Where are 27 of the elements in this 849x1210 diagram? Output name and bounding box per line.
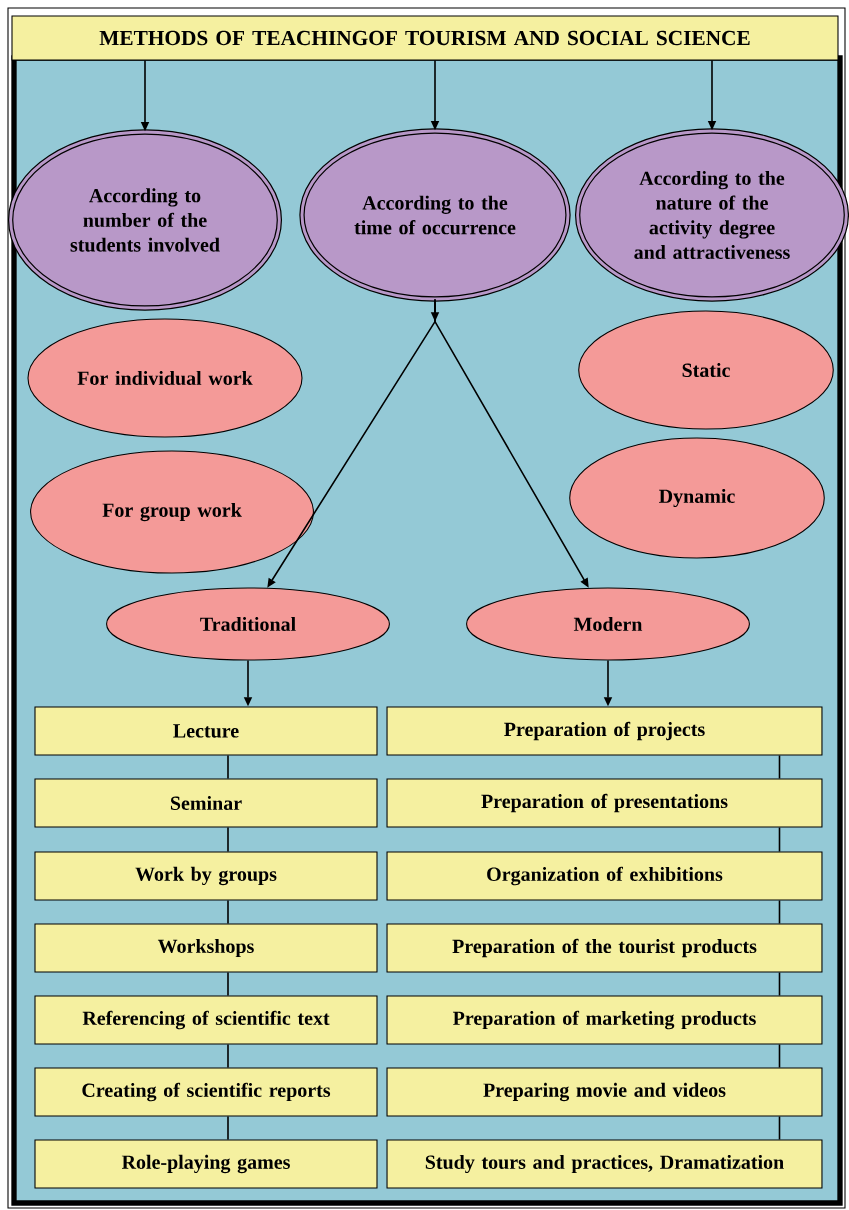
connector-line [227,971,229,997]
method-box: Organization of exhibitions [386,851,823,901]
method-box: Seminar [34,778,378,828]
method-box: Referencing of scientific text [34,995,378,1045]
method-box: Preparation of marketing products [386,995,823,1045]
method-box: Work by groups [34,851,378,901]
connector-line [778,1115,781,1141]
title-box: METHODS OF TEACHINGOF TOURISM AND SOCIAL SCIENCE [11,15,839,61]
method-box: Study tours and practices, Dramatization [386,1139,823,1189]
connector-line [778,826,781,853]
connector-line [778,1043,781,1069]
method-box: Lecture [34,706,378,756]
method-box: Workshops [34,923,378,973]
connector-line [778,971,781,997]
connector-line [227,1115,229,1141]
method-box: Preparation of the tourist products [386,923,823,973]
connector-line [227,754,229,780]
connector-line [227,826,229,853]
connector-line [778,899,781,925]
connector-line [227,1043,229,1069]
method-box: Preparation of projects [386,706,823,756]
method-box: Creating of scientific reports [34,1067,378,1117]
method-box: Preparation of presentations [386,778,823,828]
connector-line [778,754,781,780]
method-box: Preparing movie and videos [386,1067,823,1117]
method-box: Role-playing games [34,1139,378,1189]
connector-line [227,899,229,925]
